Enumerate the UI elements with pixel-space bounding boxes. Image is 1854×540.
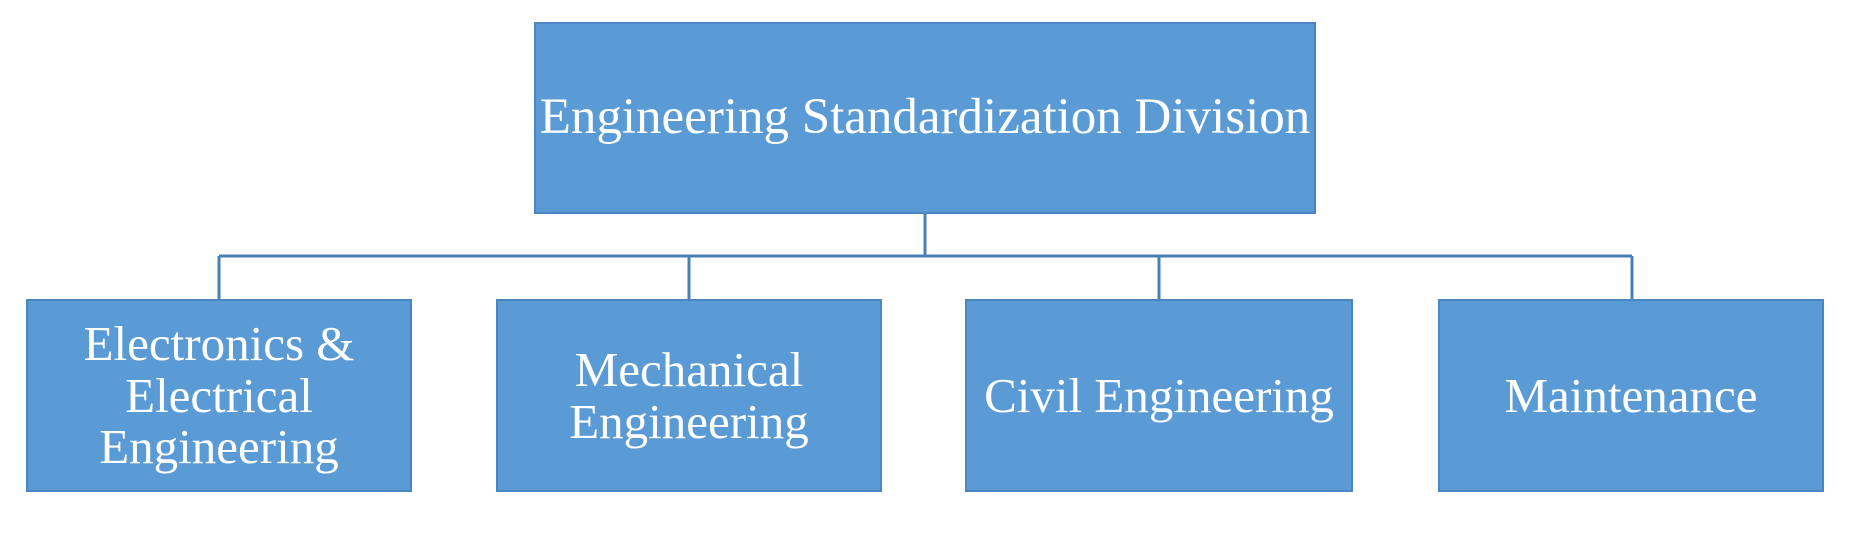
child-node-civil-engineering: Civil Engineering bbox=[965, 299, 1353, 492]
child-node-label: Civil Engineering bbox=[984, 367, 1334, 423]
child-node-maintenance: Maintenance bbox=[1438, 299, 1824, 492]
child-node-mechanical-engineering: Mechanical Engineering bbox=[496, 299, 882, 492]
root-node-label: Engineering Standardization Division bbox=[539, 89, 1311, 146]
child-node-label: Mechanical Engineering bbox=[569, 341, 809, 449]
root-node-engineering-standardization-division: Engineering Standardization Division bbox=[534, 22, 1316, 214]
child-node-electronics-electrical-engineering: Electronics & Electrical Engineering bbox=[26, 299, 412, 492]
child-node-label: Maintenance bbox=[1504, 367, 1758, 423]
child-node-label: Electronics & Electrical Engineering bbox=[83, 315, 355, 475]
